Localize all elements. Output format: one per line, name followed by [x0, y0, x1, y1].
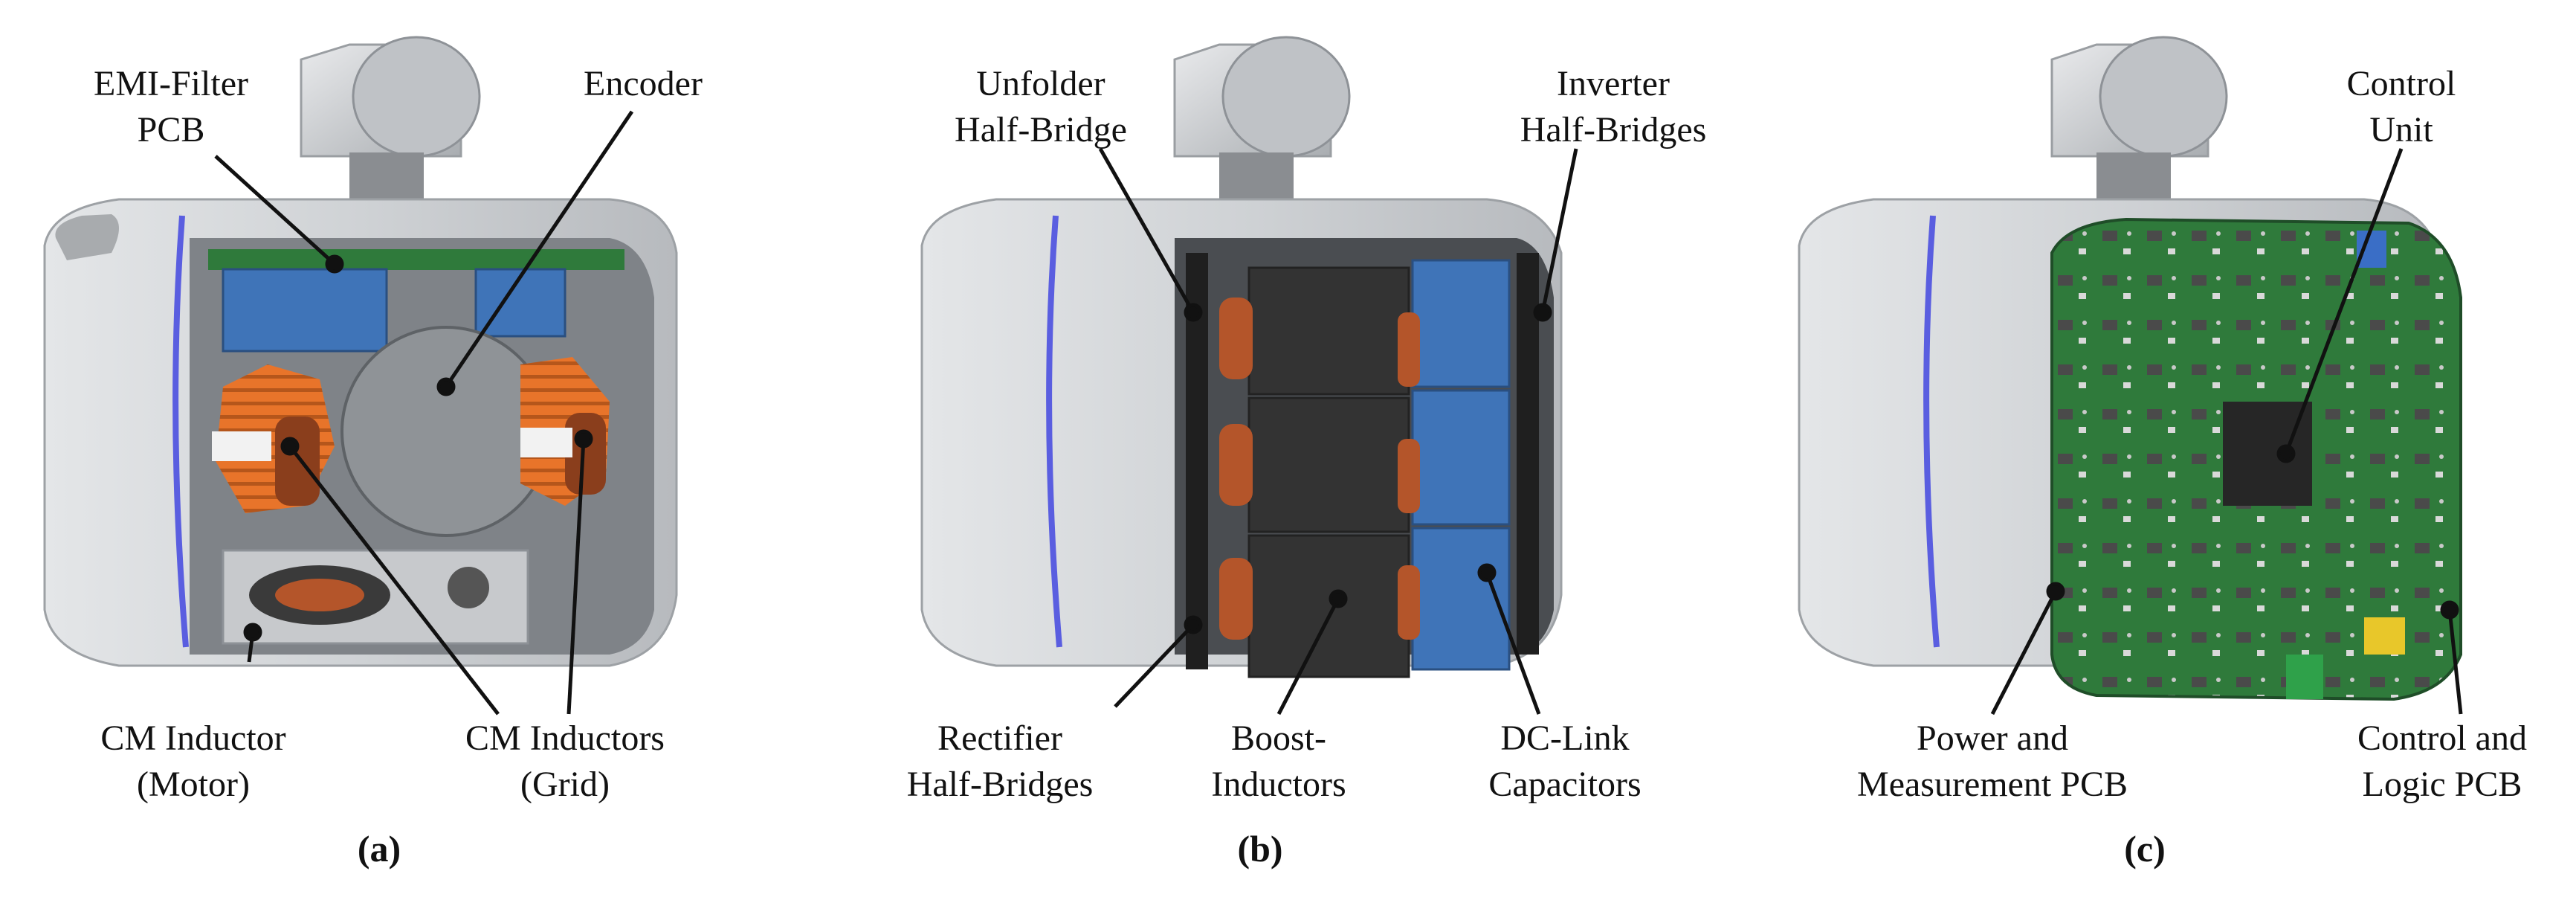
panel-a-leaders: [214, 110, 634, 716]
motor-shaft: [349, 152, 424, 205]
encoder-disc: [340, 326, 552, 537]
label-line: EMI-Filter: [94, 64, 248, 103]
caption-b: (b): [1237, 828, 1283, 869]
winding-r3: [1398, 565, 1420, 640]
winding-1: [1219, 298, 1253, 379]
housing-lug: [55, 214, 119, 260]
leader-dot: [243, 623, 262, 642]
caption-c: (c): [2124, 828, 2166, 869]
label-line: Encoder: [584, 64, 703, 103]
label-control-unit: Control Unit: [2312, 61, 2491, 153]
label-encoder: Encoder: [550, 61, 736, 107]
inverter-strip: [1517, 253, 1539, 655]
leader-dot: [2440, 600, 2459, 620]
cm-inductor-motor-winding: [275, 579, 364, 611]
boost-inductor-1: [1247, 266, 1410, 396]
winding-2: [1219, 424, 1253, 506]
label-line: Control and: [2357, 718, 2527, 758]
accent-ring: [172, 215, 189, 648]
label-line: Inductors: [1211, 765, 1346, 804]
motor-shaft-hole: [448, 567, 489, 608]
label-dc-link-capacitors: DC-Link Capacitors: [1453, 716, 1676, 808]
label-control-logic-pcb: Control and Logic PCB: [2327, 716, 2557, 808]
motor-head-cap: [1221, 36, 1351, 158]
leader-dot: [2046, 582, 2065, 601]
label-line: Power and: [1917, 718, 2068, 758]
label-line: Control: [2346, 64, 2456, 103]
label-line: Logic PCB: [2362, 765, 2522, 804]
label-emi-filter-pcb: EMI-Filter PCB: [59, 61, 283, 153]
leader-dot: [574, 429, 593, 448]
motor-shaft: [2096, 152, 2171, 205]
label-line: DC-Link: [1500, 718, 1630, 758]
accent-ring: [1046, 215, 1062, 648]
label-line: (Motor): [137, 765, 250, 804]
label-line: CM Inductor: [100, 718, 286, 758]
label-line: Unfolder: [976, 64, 1105, 103]
inductor-clip-right: [520, 428, 572, 457]
label-line: Rectifier: [937, 718, 1062, 758]
yellow-connector: [2364, 617, 2405, 655]
leader-dot: [1184, 303, 1203, 322]
boost-inductor-3: [1247, 534, 1410, 678]
label-line: PCB: [137, 110, 205, 150]
label-line: (Grid): [520, 765, 610, 804]
label-line: CM Inductors: [465, 718, 665, 758]
label-cm-inductors-grid: CM Inductors (Grid): [439, 716, 691, 808]
label-rectifier-half-bridges: Rectifier Half-Bridges: [877, 716, 1123, 808]
leader-dot: [1184, 615, 1203, 634]
emi-capacitor: [222, 268, 388, 353]
leader-dot: [280, 437, 300, 456]
leader-dot: [2276, 444, 2296, 463]
emi-filter-pcb: [208, 249, 624, 270]
blue-connector: [2357, 231, 2386, 268]
leader-dot: [436, 377, 456, 396]
boost-inductor-2: [1247, 396, 1410, 533]
leader-dot: [325, 254, 344, 274]
dc-link-capacitor-1: [1411, 259, 1511, 388]
motor-head-cap: [352, 36, 481, 158]
label-line: Unit: [2369, 110, 2433, 150]
unfolder-rectifier-strip: [1186, 253, 1208, 669]
winding-3: [1219, 558, 1253, 640]
label-line: Half-Bridge: [955, 110, 1127, 150]
label-unfolder-half-bridge: Unfolder Half-Bridge: [929, 61, 1152, 153]
label-line: Boost-: [1230, 718, 1326, 758]
motor-shaft: [1219, 152, 1294, 205]
dc-link-capacitor-3: [1411, 527, 1511, 671]
label-line: Capacitors: [1488, 765, 1642, 804]
caption-a: (a): [357, 828, 401, 869]
label-line: Inverter: [1557, 64, 1670, 103]
winding-r1: [1398, 312, 1420, 387]
label-power-measurement-pcb: Power and Measurement PCB: [1836, 716, 2149, 808]
motor-head-cap: [2099, 36, 2228, 158]
cm-inductor-core-left: [275, 417, 320, 506]
panel-a-rendering: [43, 36, 678, 716]
label-line: Half-Bridges: [1520, 110, 1707, 150]
green-terminal: [2286, 655, 2323, 699]
accent-ring: [1923, 215, 1940, 648]
panel-c-rendering: [1798, 36, 2463, 716]
label-line: Half-Bridges: [906, 765, 1094, 804]
emi-capacitor-2: [474, 268, 566, 338]
label-boost-inductors: Boost- Inductors: [1182, 716, 1375, 808]
label-line: Measurement PCB: [1857, 765, 2128, 804]
inductor-clip-left: [212, 431, 271, 461]
leader-dot: [1329, 589, 1348, 608]
dc-link-capacitor-2: [1411, 389, 1511, 526]
leader-dot: [1533, 303, 1552, 322]
panel-b-rendering: [920, 36, 1578, 716]
label-inverter-half-bridges: Inverter Half-Bridges: [1494, 61, 1732, 153]
leader-dot: [1477, 563, 1497, 582]
panel-b-leaders: [1098, 147, 1578, 716]
winding-r2: [1398, 439, 1420, 513]
panel-c-leaders: [1990, 148, 2463, 716]
label-cm-inductor-motor: CM Inductor (Motor): [74, 716, 312, 808]
cm-inductor-core-right: [565, 413, 606, 495]
